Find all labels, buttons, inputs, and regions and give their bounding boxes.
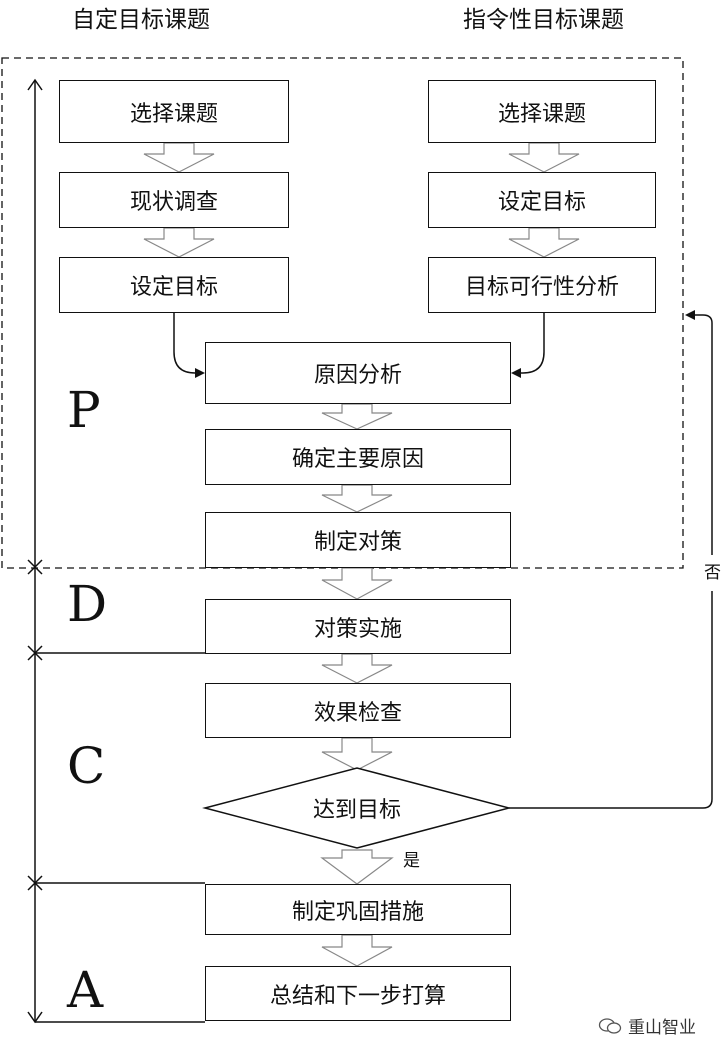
left-column-title: 自定目标课题 — [72, 7, 210, 33]
right-select-topic-box: 选择课题 — [428, 80, 656, 143]
main-cause-box: 确定主要原因 — [205, 429, 511, 485]
no-branch-label: 否 — [704, 563, 721, 583]
plan-phase-frame — [1, 57, 684, 569]
right-column-title: 指令性目标课题 — [463, 7, 624, 33]
left-select-topic-box: 选择课题 — [59, 80, 289, 143]
consolidation-box: 制定巩固措施 — [205, 884, 511, 935]
no-feedback-loop — [509, 314, 713, 809]
countermeasure-box: 制定对策 — [205, 512, 511, 568]
decision-label: 达到目标 — [312, 798, 401, 823]
implementation-box: 对策实施 — [205, 599, 511, 654]
summary-box: 总结和下一步打算 — [205, 966, 511, 1021]
no-loop-arrowhead — [685, 310, 695, 320]
feasibility-analysis-box: 目标可行性分析 — [428, 257, 656, 313]
phase-c-label: C — [67, 737, 106, 795]
effect-check-box: 效果检查 — [205, 683, 511, 738]
cause-analysis-box: 原因分析 — [205, 342, 511, 404]
phase-d-label: D — [67, 575, 108, 633]
watermark: 重山智业 — [598, 1013, 696, 1038]
phase-p-label: P — [67, 381, 101, 439]
left-connector-arrowhead — [195, 368, 205, 378]
phase-a-label: A — [67, 961, 104, 1019]
left-to-cause-connector — [173, 313, 203, 374]
wechat-icon — [598, 1017, 622, 1034]
right-to-cause-connector — [513, 313, 545, 374]
watermark-text: 重山智业 — [628, 1018, 696, 1038]
flow-block-arrows — [143, 142, 580, 967]
current-status-survey-box: 现状调查 — [59, 172, 289, 228]
left-set-goal-box: 设定目标 — [59, 257, 289, 313]
right-set-goal-box: 设定目标 — [428, 172, 656, 228]
yes-branch-label: 是 — [403, 851, 420, 871]
right-connector-arrowhead — [511, 368, 521, 378]
